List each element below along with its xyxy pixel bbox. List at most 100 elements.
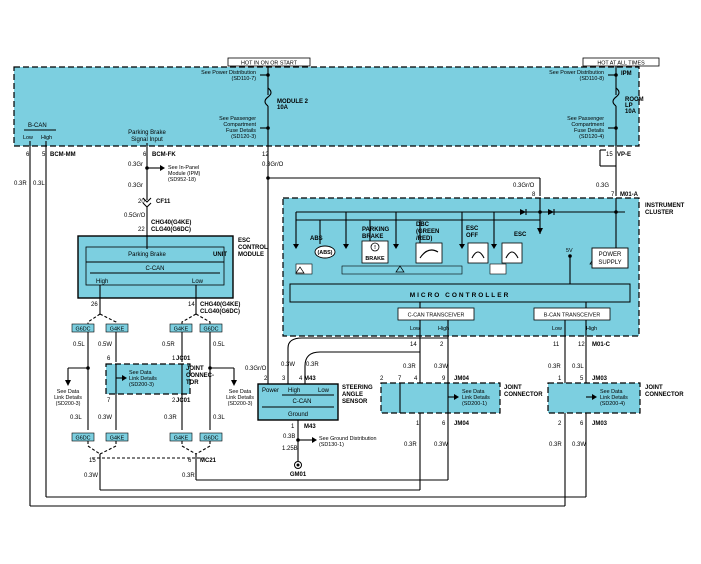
instrument-cluster: ABS (ABS) PARKING BRAKE ! BRAKE DBC (GRE… — [282, 197, 640, 344]
svg-text:MODULE: MODULE — [238, 252, 264, 258]
svg-text:0.3W: 0.3W — [434, 442, 448, 448]
jc01-details: See Data — [129, 370, 151, 376]
svg-text:SENSOR: SENSOR — [342, 399, 368, 405]
m01a-connector: M01-A — [620, 192, 639, 198]
svg-text:(SD120-4): (SD120-4) — [579, 134, 604, 140]
svg-text:SUPPLY: SUPPLY — [598, 260, 621, 266]
parking-brake-input: Parking Brake — [128, 130, 166, 136]
svg-text:CLUSTER: CLUSTER — [645, 210, 674, 216]
svg-text:(ABS): (ABS) — [318, 250, 333, 256]
arrow-icon — [122, 375, 127, 381]
svg-text:(SD110-7): (SD110-7) — [232, 76, 257, 82]
ipm-module: IPM See Power Distribution (SD110-7) See… — [13, 66, 644, 152]
svg-text:!: ! — [374, 245, 376, 251]
svg-text:CONNECTOR: CONNECTOR — [504, 392, 543, 398]
svg-text:0.3W: 0.3W — [281, 362, 295, 368]
svg-text:HOT AT ALL TIMES: HOT AT ALL TIMES — [597, 61, 645, 67]
svg-text:Low: Low — [23, 135, 33, 141]
svg-text:0.3L: 0.3L — [572, 364, 584, 370]
diode-icon — [520, 209, 526, 215]
svg-text:M43: M43 — [304, 424, 316, 430]
g6dc-tag — [71, 432, 95, 442]
svg-text:0.3Gr: 0.3Gr — [128, 162, 143, 168]
svg-text:Module (IPM): Module (IPM) — [168, 171, 201, 177]
esc-title: ESC — [238, 238, 251, 244]
led-icon — [393, 244, 399, 249]
svg-text:0.3W: 0.3W — [84, 473, 98, 479]
esc-off-icon — [467, 242, 489, 264]
side-mid-ref: See Data — [229, 389, 251, 395]
steering-angle-sensor: Power High Low C-CAN Ground STEERING ANG… — [257, 383, 373, 421]
svg-text:High: High — [438, 326, 449, 332]
parking-brake-wire: 0.3Gr See In-Panel Module (IPM) (SD952-1… — [124, 152, 201, 236]
svg-text:7: 7 — [107, 398, 111, 404]
svg-text:CONNECTOR: CONNECTOR — [645, 392, 684, 398]
in-panel-ref: See In-Panel — [168, 165, 199, 171]
dbc-lamp-label: DBC — [416, 222, 430, 228]
svg-text:0.3B: 0.3B — [283, 434, 295, 440]
svg-text:26: 26 — [91, 302, 98, 308]
svg-text:10A: 10A — [625, 109, 637, 115]
svg-text:(SD200-3): (SD200-3) — [56, 401, 81, 407]
svg-text:/RED): /RED) — [416, 236, 432, 242]
vp-e-connector: VP-E — [617, 152, 631, 158]
hot-run-tag: HOT IN ON OR START — [227, 57, 311, 67]
svg-text:Link Details: Link Details — [129, 376, 157, 382]
svg-text:20: 20 — [138, 199, 145, 205]
svg-text:4: 4 — [414, 376, 418, 382]
svg-text:12: 12 — [262, 152, 269, 158]
bcan-wires: 0.3R 0.3L — [14, 152, 586, 507]
jm03-top-label: JM03 — [592, 376, 608, 382]
svg-text:(SD130-1): (SD130-1) — [319, 442, 344, 448]
svg-text:0.3L: 0.3L — [70, 415, 82, 421]
esc-control-module: Parking Brake C-CAN High Low ESC CONTROL… — [77, 235, 268, 299]
svg-text:0.3R: 0.3R — [403, 364, 416, 370]
fuse-symbol — [612, 87, 620, 107]
svg-text:0.3R: 0.3R — [306, 362, 319, 368]
svg-text:Fuse Details: Fuse Details — [226, 128, 256, 134]
svg-text:0.5L: 0.5L — [73, 342, 85, 348]
svg-text:14: 14 — [410, 342, 417, 348]
svg-text:Low: Low — [552, 326, 562, 332]
esc-lamp-label: ESC — [514, 232, 527, 238]
jm03-title: JOINT — [645, 385, 663, 391]
dbc-icon — [415, 242, 443, 264]
svg-text:C-CAN: C-CAN — [293, 399, 312, 405]
svg-text:Compartment: Compartment — [571, 122, 604, 128]
svg-text:2: 2 — [264, 376, 268, 382]
svg-text:0.3R: 0.3R — [182, 473, 195, 479]
svg-text:High: High — [586, 326, 597, 332]
svg-text:High: High — [41, 135, 52, 141]
svg-text:0.3R: 0.3R — [549, 442, 562, 448]
svg-text:TOR: TOR — [186, 380, 199, 386]
svg-text:4: 4 — [299, 376, 303, 382]
arrow-icon — [592, 394, 597, 400]
fuse-symbol — [264, 87, 272, 107]
g4ke-tag — [105, 323, 129, 333]
connector-chevron-icon — [142, 197, 152, 203]
svg-text:(SD200-4): (SD200-4) — [600, 401, 625, 407]
abs-lamp-label: ABS — [310, 236, 323, 242]
steering-ground: 1 M43 0.3B See Ground Distribution (SD13… — [282, 420, 377, 478]
ccan-transceiver — [397, 307, 475, 321]
fuse-right-name: ROOM — [625, 97, 644, 103]
svg-text:5: 5 — [42, 152, 46, 158]
svg-text:G6DC: G6DC — [76, 436, 91, 442]
svg-text:9: 9 — [442, 376, 446, 382]
svg-text:5: 5 — [580, 376, 584, 382]
svg-text:HOT IN ON OR START: HOT IN ON OR START — [241, 61, 298, 67]
side-left-ref: See Data — [57, 389, 79, 395]
svg-text:0.3Gr/O: 0.3Gr/O — [245, 366, 267, 372]
svg-text:Fuse Details: Fuse Details — [574, 128, 604, 134]
svg-text:6: 6 — [580, 421, 584, 427]
jm03-joint-connector: See Data Link Details (SD200-4) JOINT CO… — [547, 382, 684, 414]
warning-triangle-icon — [395, 265, 405, 273]
jc01-joint-connector: 6 1 JC01 See Data Link Details (SD200-3)… — [105, 356, 214, 404]
esc-icon — [501, 242, 523, 264]
svg-text:MICRO CONTROLLER: MICRO CONTROLLER — [410, 292, 511, 299]
svg-text:2: 2 — [558, 421, 562, 427]
arrow-down-icon — [231, 380, 237, 386]
svg-text:14: 14 — [188, 302, 195, 308]
led-icon — [491, 244, 497, 249]
led-icon — [459, 244, 465, 249]
